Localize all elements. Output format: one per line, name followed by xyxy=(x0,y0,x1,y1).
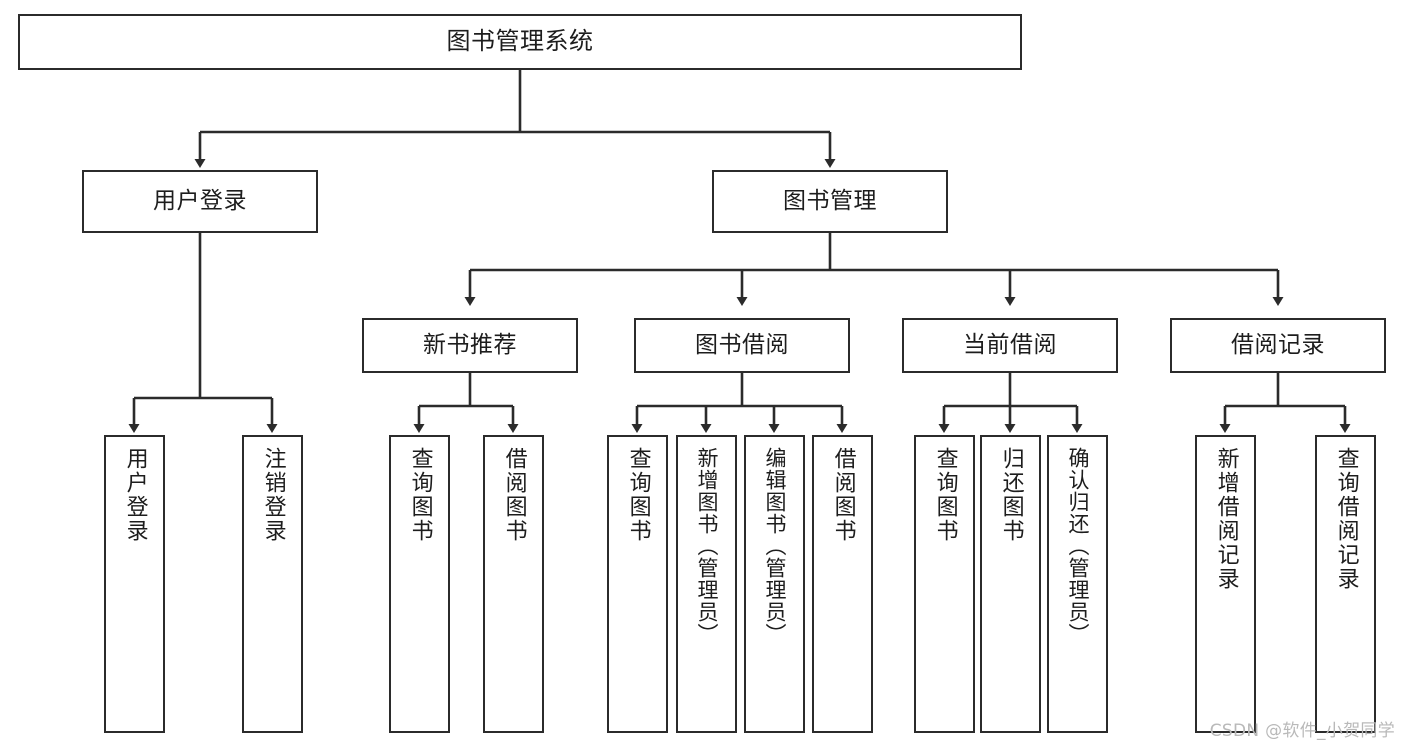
node-label: 归还图书 xyxy=(998,447,1024,543)
node-new-book-recommend[interactable]: 新书推荐 xyxy=(362,318,578,373)
csdn-watermark: CSDN @软件_小贺同学 xyxy=(1209,721,1395,741)
node-label: 确认归还（管理员） xyxy=(1065,447,1090,645)
node-label: 图书管理系统 xyxy=(446,27,594,56)
leaf-record-add-record[interactable]: 新增借阅记录 xyxy=(1195,435,1256,733)
node-label: 注销登录 xyxy=(260,447,286,543)
node-root-book-management-system[interactable]: 图书管理系统 xyxy=(18,14,1022,70)
node-label: 查询图书 xyxy=(407,447,433,543)
node-label: 图书管理 xyxy=(783,188,877,215)
node-label: 用户登录 xyxy=(122,447,148,543)
leaf-record-query-record[interactable]: 查询借阅记录 xyxy=(1315,435,1376,733)
node-label: 查询图书 xyxy=(625,447,651,543)
node-current-borrow[interactable]: 当前借阅 xyxy=(902,318,1118,373)
node-label: 借阅图书 xyxy=(501,447,527,543)
leaf-recommend-borrow-book[interactable]: 借阅图书 xyxy=(483,435,544,733)
leaf-borrow-borrow-book[interactable]: 借阅图书 xyxy=(812,435,873,733)
node-book-borrow[interactable]: 图书借阅 xyxy=(634,318,850,373)
leaf-current-confirm-return-admin[interactable]: 确认归还（管理员） xyxy=(1047,435,1108,733)
node-user-login[interactable]: 用户登录 xyxy=(82,170,318,233)
node-label: 借阅图书 xyxy=(830,447,856,543)
leaf-current-return-book[interactable]: 归还图书 xyxy=(980,435,1041,733)
leaf-borrow-query-book[interactable]: 查询图书 xyxy=(607,435,668,733)
node-label: 新书推荐 xyxy=(423,332,517,359)
node-label: 编辑图书（管理员） xyxy=(762,447,787,645)
node-label: 新增借阅记录 xyxy=(1213,447,1239,591)
node-label: 借阅记录 xyxy=(1231,332,1325,359)
node-label: 用户登录 xyxy=(153,188,247,215)
leaf-user-login-login[interactable]: 用户登录 xyxy=(104,435,165,733)
node-label: 查询借阅记录 xyxy=(1333,447,1359,591)
leaf-borrow-add-book-admin[interactable]: 新增图书（管理员） xyxy=(676,435,737,733)
leaf-recommend-query-book[interactable]: 查询图书 xyxy=(389,435,450,733)
node-label: 图书借阅 xyxy=(695,332,789,359)
node-label: 当前借阅 xyxy=(963,332,1057,359)
leaf-current-query-book[interactable]: 查询图书 xyxy=(914,435,975,733)
leaf-user-login-logout[interactable]: 注销登录 xyxy=(242,435,303,733)
node-label: 新增图书（管理员） xyxy=(694,447,719,645)
leaf-borrow-edit-book-admin[interactable]: 编辑图书（管理员） xyxy=(744,435,805,733)
node-book-management[interactable]: 图书管理 xyxy=(712,170,948,233)
node-borrow-record[interactable]: 借阅记录 xyxy=(1170,318,1386,373)
node-label: 查询图书 xyxy=(932,447,958,543)
